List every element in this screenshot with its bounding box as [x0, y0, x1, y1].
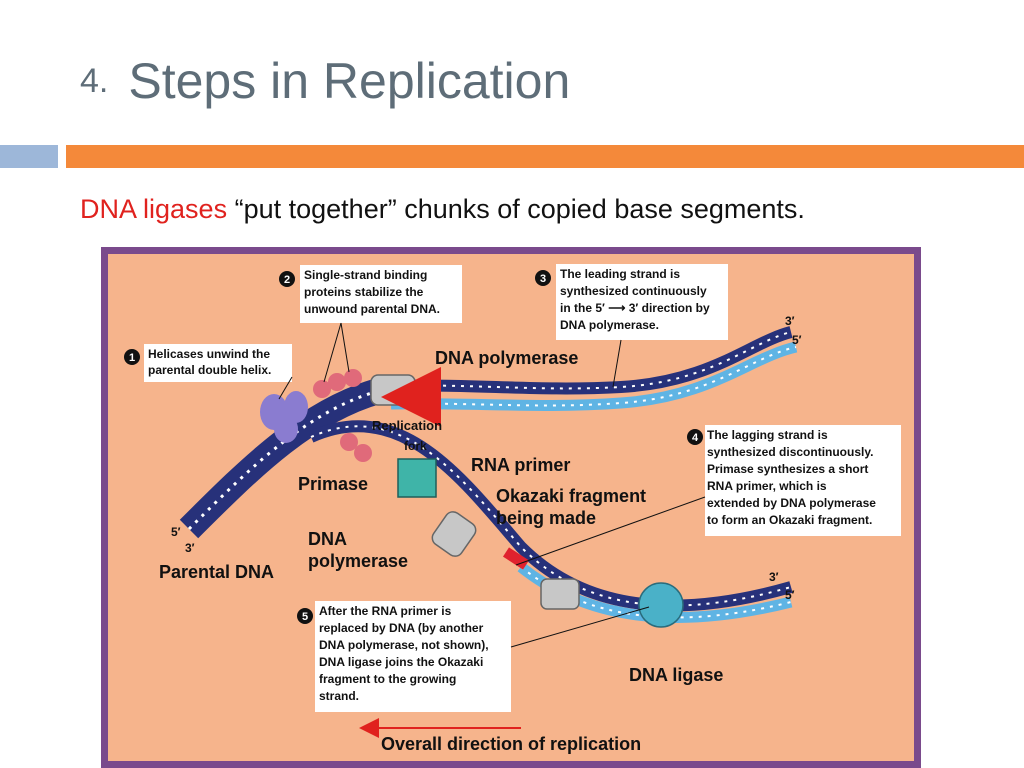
callout-2-number: 2 — [284, 274, 290, 286]
ssb-protein-4 — [340, 433, 358, 451]
label-end-5-bottom: 5′ — [785, 588, 795, 602]
label-dna-polymerase-left-2: polymerase — [308, 551, 408, 571]
callout-5-line-3: DNA polymerase, not shown), — [319, 638, 489, 652]
parental-dna-rungs — [187, 387, 387, 531]
callout-3-number: 3 — [540, 273, 546, 285]
ssb-protein-3 — [344, 369, 362, 387]
callout-5-line-4: DNA ligase joins the Okazaki — [319, 655, 483, 669]
label-okazaki-2: being made — [496, 508, 596, 528]
callout-3-badge — [535, 270, 551, 286]
callout-1-number: 1 — [129, 352, 135, 364]
ssb-protein-2 — [328, 373, 346, 391]
accent-bar-blue — [0, 145, 58, 168]
callout-2-box — [300, 265, 462, 323]
ssb-protein — [313, 380, 331, 398]
ssb-protein-5 — [354, 444, 372, 462]
helicase-shape-3 — [274, 415, 298, 443]
label-okazaki-1: Okazaki fragment — [496, 486, 646, 506]
label-end-3-top: 3′ — [785, 314, 795, 328]
accent-bar-orange — [66, 145, 1024, 168]
dna-polymerase-lagging — [431, 511, 477, 557]
callout-2: 2 Single-strand binding proteins stabili… — [279, 265, 462, 323]
slide-subtitle: DNA ligases “put together” chunks of cop… — [80, 194, 805, 225]
callout-1-line-1: Helicases unwind the — [148, 347, 270, 361]
callout-3: 3 The leading strand is synthesized cont… — [535, 264, 728, 340]
callout-4-line-6: to form an Okazaki fragment. — [707, 513, 872, 527]
callout-3-line-4: DNA polymerase. — [560, 318, 659, 332]
label-parental-dna: Parental DNA — [159, 562, 274, 582]
callout-2-line-1: Single-strand binding — [304, 268, 427, 282]
callout-2-line-2: proteins stabilize the — [304, 285, 424, 299]
callout-1: 1 Helicases unwind the parental double h… — [124, 344, 292, 382]
slide-title: 4. Steps in Replication — [80, 52, 570, 110]
callout-5-badge — [297, 608, 313, 624]
callout-3-box — [556, 264, 728, 340]
callout-1-line-2: parental double helix. — [148, 363, 271, 377]
subtitle-rest: “put together” chunks of copied base seg… — [234, 194, 805, 224]
callout-3-line-1: The leading strand is — [560, 267, 680, 281]
callout-5-line-1: After the RNA primer is — [319, 604, 452, 618]
label-overall-direction: Overall direction of replication — [381, 734, 641, 754]
dna-polymerase-lagging-2 — [540, 578, 580, 610]
callout-4-number: 4 — [692, 432, 699, 444]
label-rna-primer: RNA primer — [471, 455, 570, 475]
callout-5-line-6: strand. — [319, 689, 359, 703]
helicase-shape-2 — [284, 391, 308, 423]
label-end-3-bottom: 3′ — [769, 570, 779, 584]
callout-5-number: 5 — [302, 611, 308, 623]
callout-5-line-5: fragment to the growing — [319, 672, 456, 686]
label-replication-fork-1: Replication — [372, 418, 442, 433]
dna-ligase-shape — [638, 582, 684, 628]
slide-number: 4. — [80, 62, 109, 100]
callout-4-line-5: extended by DNA polymerase — [707, 496, 876, 510]
label-primase: Primase — [298, 474, 368, 494]
callout-5: 5 After the RNA primer is replaced by DN… — [297, 601, 511, 712]
label-end-3-left: 3′ — [185, 541, 195, 555]
callout-4-line-2: synthesized discontinuously. — [707, 445, 873, 459]
callout-5-line-2: replaced by DNA (by another — [319, 621, 484, 635]
callout-5-box — [315, 601, 511, 712]
primase-shape — [397, 458, 437, 498]
callout-4-box — [705, 425, 901, 536]
callout-2-badge — [279, 271, 295, 287]
dna-polymerase-leading — [370, 374, 416, 406]
callout-4-line-3: Primase synthesizes a short — [707, 462, 868, 476]
label-end-5-top: 5′ — [792, 333, 802, 347]
callout-1-box — [144, 344, 292, 382]
callout-3-line-2: synthesized continuously — [560, 284, 707, 298]
callout-2-line-3: unwound parental DNA. — [304, 302, 440, 316]
callout-1-badge — [124, 349, 140, 365]
leading-new-strand — [390, 341, 798, 411]
leader-lines — [278, 322, 706, 648]
slide-title-text: Steps in Replication — [128, 53, 571, 109]
callout-3-line-3: in the 5′ ⟶ 3′ direction by — [560, 301, 710, 315]
label-dna-polymerase-top: DNA polymerase — [435, 348, 578, 368]
callout-4-badge — [687, 429, 703, 445]
label-end-5-left: 5′ — [171, 525, 181, 539]
leading-template-rungs — [370, 331, 792, 390]
label-dna-ligase: DNA ligase — [629, 665, 723, 685]
callout-4-line-1: The lagging strand is — [707, 428, 828, 442]
label-dna-polymerase-left-1: DNA — [308, 529, 347, 549]
label-replication-fork-2: fork — [404, 439, 427, 453]
subtitle-highlight: DNA ligases — [80, 194, 228, 224]
replication-diagram: 1 Helicases unwind the parental double h… — [101, 247, 921, 768]
callout-4: 4 The lagging strand is synthesized disc… — [687, 425, 901, 536]
callout-4-line-4: RNA primer, which is — [707, 479, 827, 493]
